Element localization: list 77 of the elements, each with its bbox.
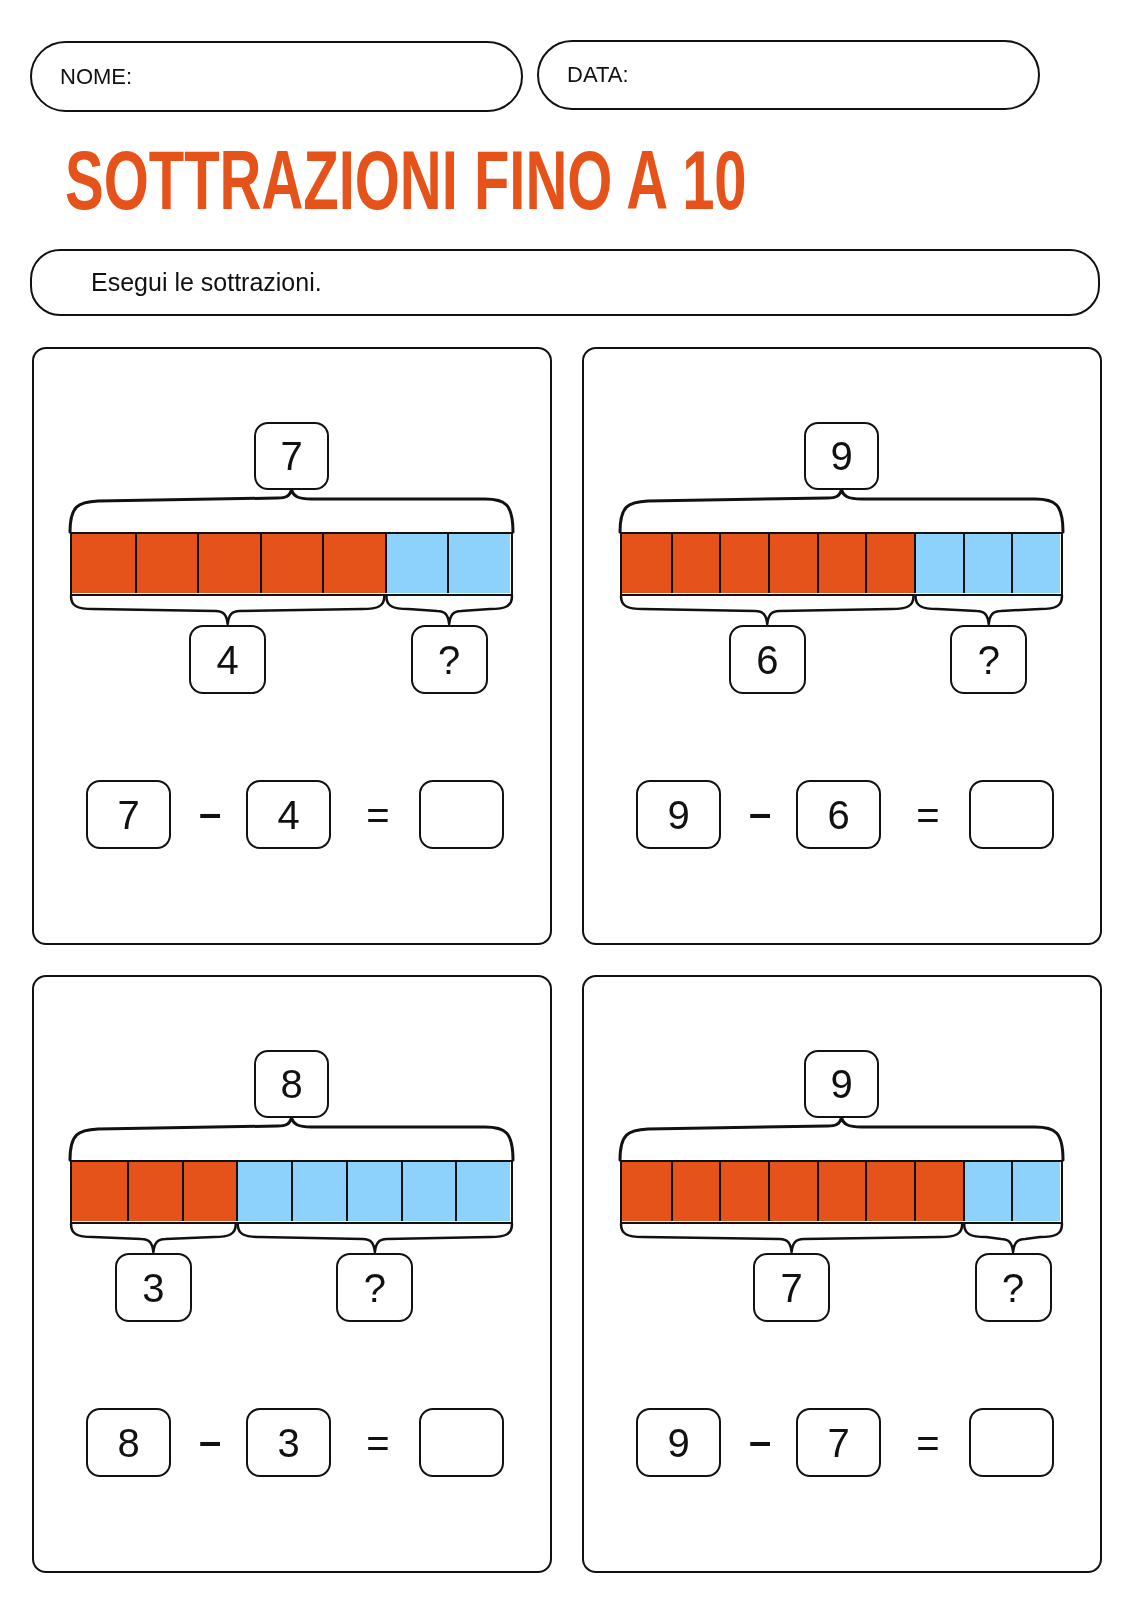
- part-number-box: 7: [753, 1253, 831, 1322]
- operand-box: 7: [86, 780, 171, 849]
- answer-box: [969, 780, 1054, 849]
- bar-unit: [181, 1162, 237, 1221]
- bar-unit: [134, 534, 198, 593]
- bar-unit: [400, 1162, 456, 1221]
- bar-unit: [384, 534, 448, 593]
- operand-box: 8: [86, 1408, 171, 1477]
- bar-model: [70, 532, 513, 596]
- part-number-box: ?: [336, 1253, 414, 1322]
- bar-unit: [719, 534, 768, 593]
- minus-sign: –: [748, 793, 772, 833]
- equals-sign: =: [916, 795, 940, 835]
- part-number-box: 4: [189, 625, 267, 694]
- part-number-box: ?: [410, 625, 488, 694]
- bar-unit: [816, 1162, 866, 1221]
- bar-unit: [447, 534, 510, 593]
- bar-unit: [670, 1162, 720, 1221]
- bar-model: [620, 1160, 1063, 1224]
- whole-number-box: 8: [254, 1050, 329, 1118]
- exercise-card: [32, 975, 552, 1573]
- minus-sign: –: [198, 793, 222, 833]
- bar-unit: [345, 1162, 401, 1221]
- operand-box: 6: [796, 780, 881, 849]
- bar-unit: [719, 1162, 768, 1221]
- bar-unit: [865, 534, 914, 593]
- bar-unit: [72, 1162, 127, 1221]
- part-number-box: 3: [114, 1253, 192, 1322]
- instruction-banner: Esegui le sottrazioni.: [30, 249, 1100, 316]
- bar-unit: [816, 534, 866, 593]
- answer-box: [419, 1408, 504, 1477]
- bar-unit: [259, 534, 323, 593]
- bar-unit: [322, 534, 385, 593]
- exercise-card: [582, 347, 1102, 945]
- bar-unit: [914, 534, 963, 593]
- bar-model: [620, 532, 1063, 596]
- bar-unit: [962, 534, 1012, 593]
- bar-unit: [197, 534, 260, 593]
- equals-sign: =: [916, 1423, 940, 1463]
- bar-unit: [455, 1162, 510, 1221]
- bar-unit: [962, 1162, 1012, 1221]
- bar-unit: [622, 534, 671, 593]
- bar-unit: [768, 1162, 817, 1221]
- bar-unit: [768, 534, 817, 593]
- worksheet-title: SOTTRAZIONI FINO A 10: [65, 138, 747, 222]
- equals-sign: =: [366, 1423, 390, 1463]
- bar-unit: [622, 1162, 671, 1221]
- bar-unit: [1011, 534, 1060, 593]
- operand-box: 9: [636, 1408, 721, 1477]
- answer-box: [969, 1408, 1054, 1477]
- operand-box: 3: [246, 1408, 331, 1477]
- whole-number-box: 9: [804, 422, 879, 490]
- name-field: NOME:: [30, 41, 523, 112]
- operand-box: 9: [636, 780, 721, 849]
- part-number-box: ?: [950, 625, 1028, 694]
- bar-model: [70, 1160, 513, 1224]
- bar-unit: [126, 1162, 182, 1221]
- minus-sign: –: [748, 1421, 772, 1461]
- part-number-box: ?: [974, 1253, 1052, 1322]
- bar-unit: [236, 1162, 291, 1221]
- whole-number-box: 9: [804, 1050, 879, 1118]
- operand-box: 7: [796, 1408, 881, 1477]
- exercise-card: [32, 347, 552, 945]
- bar-unit: [865, 1162, 914, 1221]
- bar-unit: [291, 1162, 346, 1221]
- date-field: DATA:: [537, 40, 1040, 110]
- bar-unit: [72, 534, 135, 593]
- operand-box: 4: [246, 780, 331, 849]
- part-number-box: 6: [728, 625, 806, 694]
- bar-unit: [1011, 1162, 1060, 1221]
- exercise-card: [582, 975, 1102, 1573]
- bar-unit: [914, 1162, 963, 1221]
- whole-number-box: 7: [254, 422, 329, 490]
- minus-sign: –: [198, 1421, 222, 1461]
- equals-sign: =: [366, 795, 390, 835]
- bar-unit: [670, 534, 720, 593]
- answer-box: [419, 780, 504, 849]
